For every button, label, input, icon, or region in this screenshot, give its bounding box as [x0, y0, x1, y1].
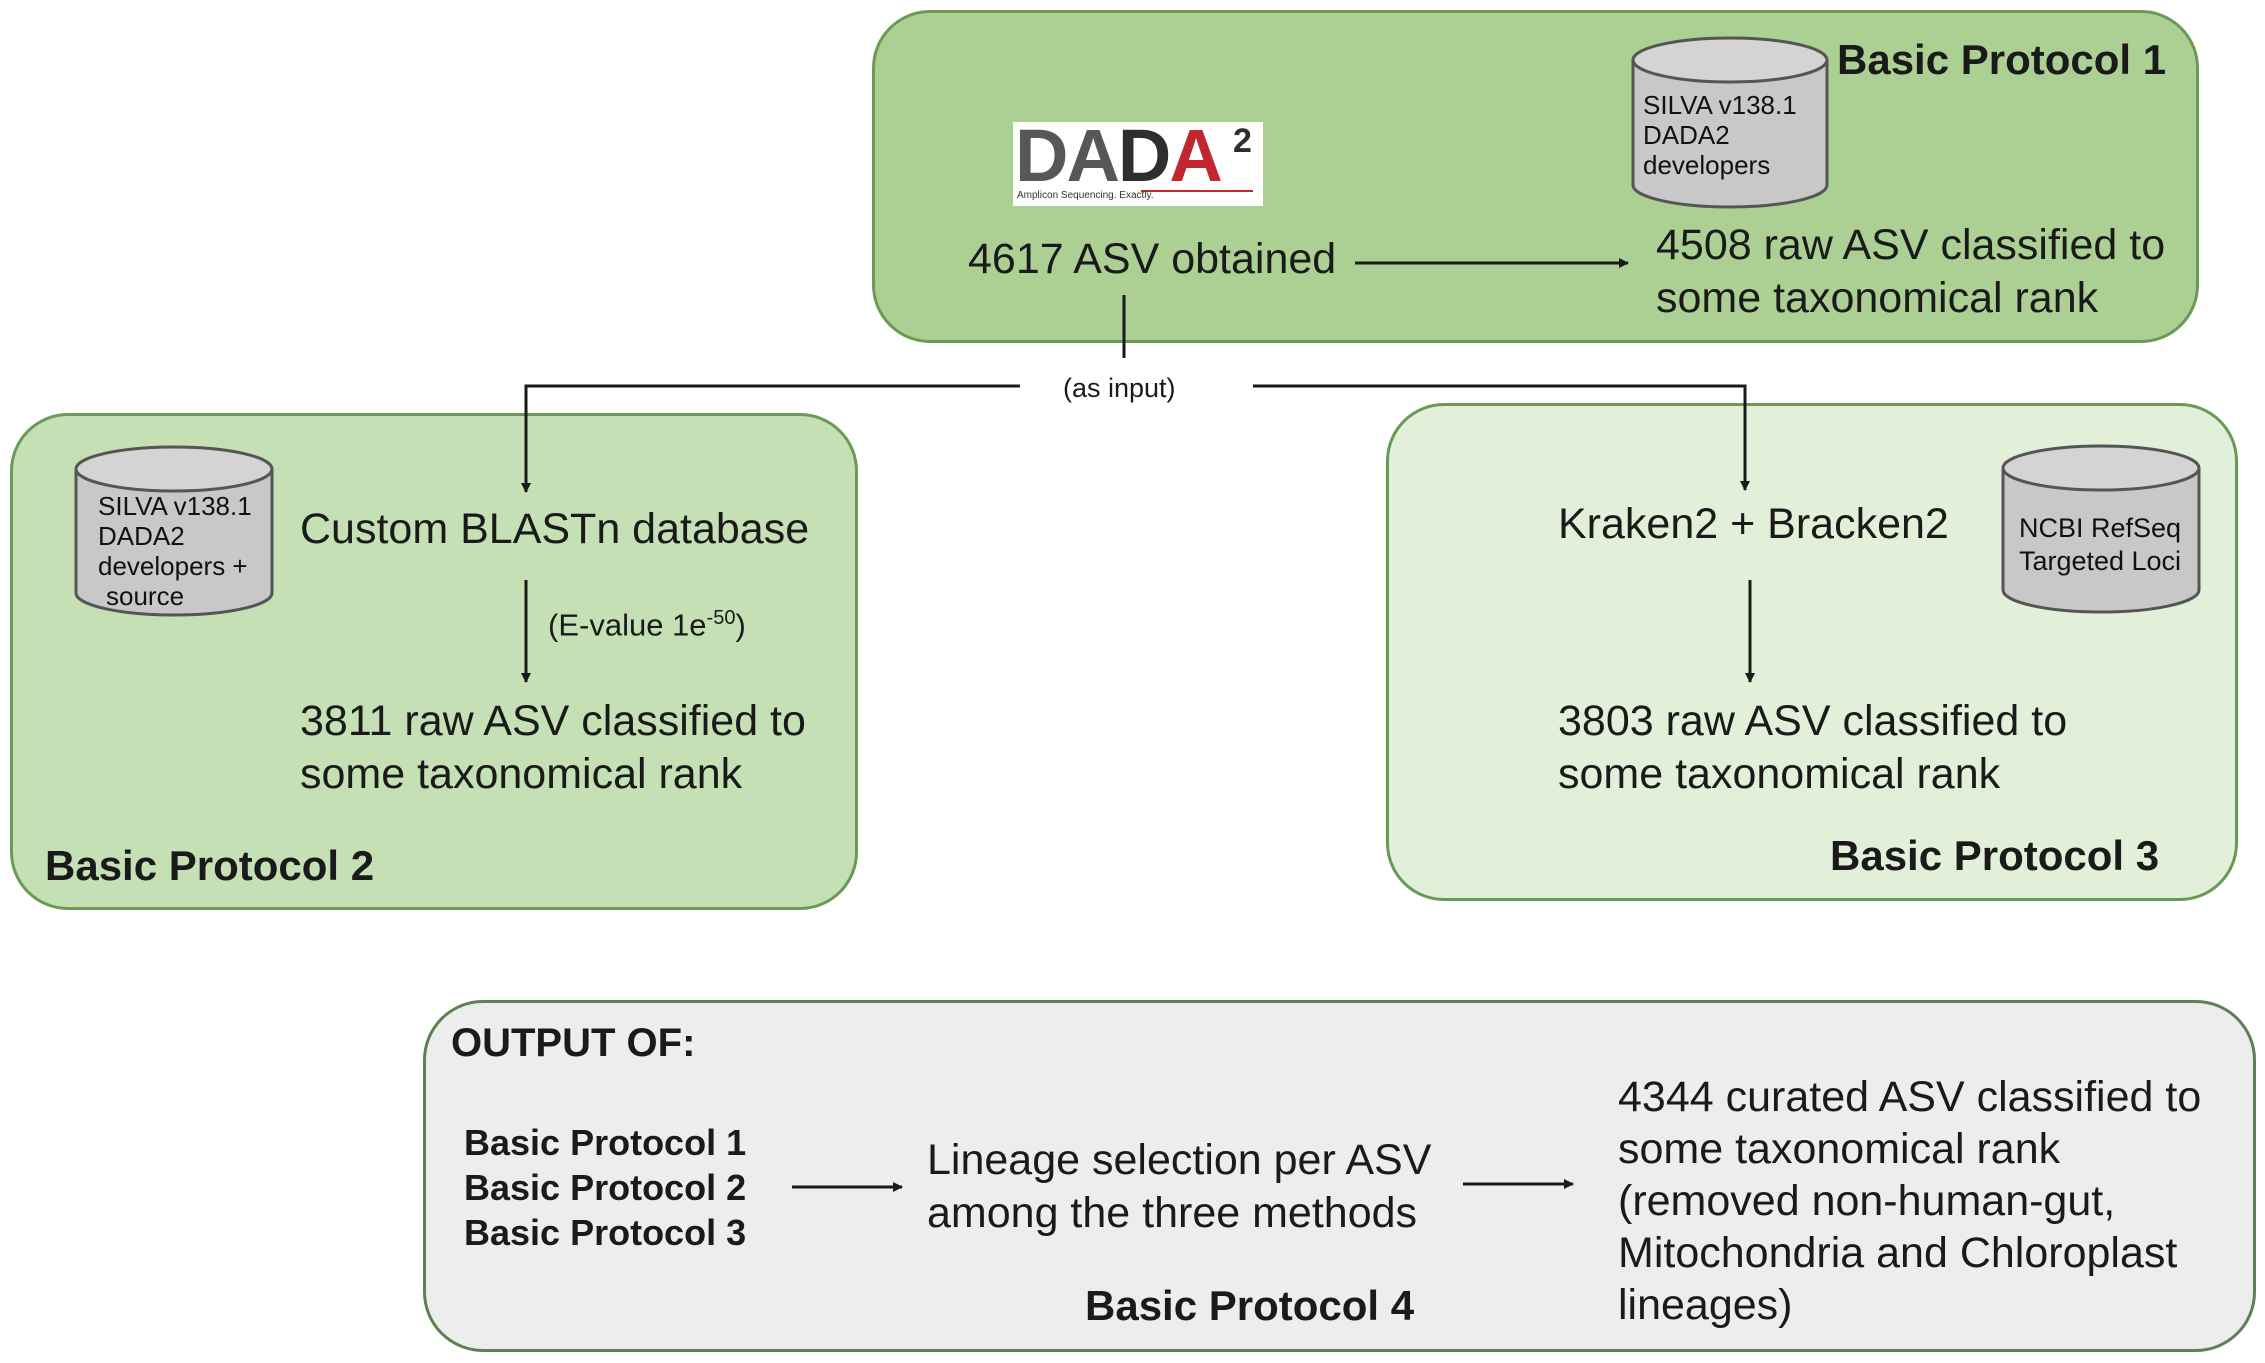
bp1-result: 4508 raw ASV classified to some taxonomi… — [1656, 221, 2166, 322]
bp2-title: Basic Protocol 2 — [45, 842, 375, 889]
bp2-database-label: SILVA v138.1 DADA2 developers + source — [98, 491, 252, 611]
bp1-title: Basic Protocol 1 — [1837, 36, 2167, 83]
database-icon-bp3 — [2001, 444, 2201, 614]
bp4-title: Basic Protocol 4 — [1085, 1282, 1415, 1329]
dada2-logo-underline — [1141, 190, 1253, 192]
basic-protocol-4-box — [423, 1000, 2256, 1352]
bp3-method: Kraken2 + Bracken2 — [1558, 500, 1949, 548]
arrow-input-to-bp2 — [521, 384, 1020, 493]
bp3-result: 3803 raw ASV classified to some taxonomi… — [1558, 697, 2068, 798]
bp4-inputs: Basic Protocol 1 Basic Protocol 2 Basic … — [464, 1122, 747, 1253]
database-icon-bp1 — [1631, 36, 1829, 209]
dada2-logo-superscript: 2 — [1233, 122, 1252, 160]
bp3-database-label: NCBI RefSeq Targeted Loci — [2018, 513, 2182, 576]
bp2-result: 3811 raw ASV classified to some taxonomi… — [300, 697, 806, 798]
bp1-asv-obtained: 4617 ASV obtained — [968, 235, 1337, 283]
bp1-database-label: SILVA v138.1 DADA2 developers — [1643, 90, 1797, 180]
dada2-logo-tagline: Amplicon Sequencing. Exactly. — [1017, 190, 1154, 201]
bp2-method: Custom BLASTn database — [300, 505, 810, 553]
database-icon-bp2 — [74, 445, 274, 617]
dada2-logo: DADA 2 Amplicon Sequencing. Exactly. — [1013, 116, 1263, 206]
bp4-lineage-step: Lineage selection per ASV among the thre… — [927, 1136, 1432, 1237]
as-input-label: (as input) — [1063, 373, 1176, 403]
dada2-logo-text: DADA — [1015, 114, 1223, 197]
bp2-evalue: (E-value 1e-50) — [548, 607, 746, 643]
bp4-header: OUTPUT OF: — [451, 1021, 696, 1065]
bp3-title: Basic Protocol 3 — [1830, 832, 2160, 879]
arrow-input-to-bp3 — [1253, 384, 1750, 491]
bp4-result: 4344 curated ASV classified to some taxo… — [1618, 1073, 2202, 1329]
